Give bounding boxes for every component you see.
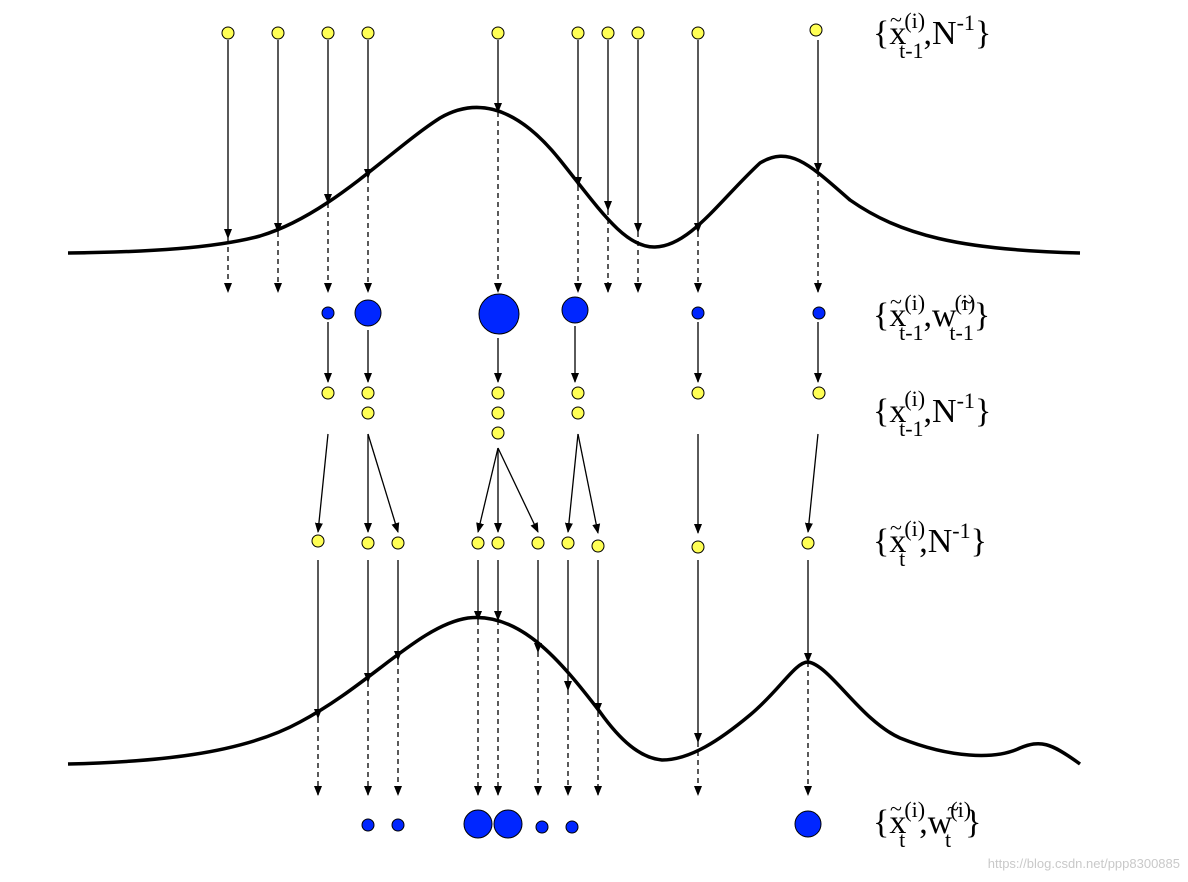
resampled-particle	[361, 406, 375, 420]
propagated-particle	[491, 536, 505, 550]
arrows	[224, 40, 822, 796]
arrow-resample-to-propagate	[804, 433, 819, 533]
arrow-resample-to-propagate	[577, 433, 601, 534]
arrow-resample-to-propagate	[497, 447, 539, 533]
label-row1-tilde: ~	[890, 7, 902, 32]
resampled-particle	[812, 386, 826, 400]
weighted-particle	[561, 296, 589, 324]
weighted-particle	[478, 293, 520, 335]
label-row5-tilde-x: ~	[890, 796, 902, 821]
resampled-particle	[571, 406, 585, 420]
label-row1: {x(i)t-1,N-1}	[873, 8, 991, 63]
arrow-resample-to-propagate	[314, 433, 329, 533]
propagated-particle	[311, 534, 325, 548]
arrow-resample-to-propagate	[476, 447, 499, 533]
resampled-particle	[491, 406, 505, 420]
prior-particle	[221, 26, 235, 40]
propagated-particle	[561, 536, 575, 550]
label-row2-tilde-x: ~	[890, 289, 902, 314]
new-weighted-particle	[463, 809, 493, 839]
particles	[221, 23, 826, 839]
prior-particle	[809, 23, 823, 37]
resampled-particle	[491, 386, 505, 400]
label-row3: {x(i)t-1,N-1}	[873, 386, 991, 441]
new-weighted-particle	[565, 820, 579, 834]
prior-particle	[691, 26, 705, 40]
label-row2-tilde-w: ~	[961, 289, 973, 314]
prior-particle	[321, 26, 335, 40]
prior-particle	[491, 26, 505, 40]
resampled-particle	[361, 386, 375, 400]
label-row5-tilde-w: ~	[947, 796, 959, 821]
resampled-particle	[691, 386, 705, 400]
label-row5: {x(i)t,w(i)t}	[873, 797, 982, 852]
propagated-particle	[471, 536, 485, 550]
prior-particle	[271, 26, 285, 40]
arrow-resample-to-propagate	[564, 433, 579, 533]
label-row4: {x(i)t,N-1}	[873, 516, 987, 571]
likelihood-curve-bottom	[67, 615, 1082, 766]
resampled-particle	[571, 386, 585, 400]
new-weighted-particle	[391, 818, 405, 832]
prior-particle	[361, 26, 375, 40]
weighted-particle	[812, 306, 826, 320]
watermark: https://blog.csdn.net/ppp8300885	[988, 856, 1180, 871]
propagated-particle	[801, 536, 815, 550]
new-weighted-particle	[794, 810, 822, 838]
likelihood-curve-top	[67, 105, 1081, 255]
weighted-particle	[354, 299, 382, 327]
new-weighted-particle	[361, 818, 375, 832]
propagated-particle	[591, 539, 605, 553]
weighted-particle	[321, 306, 335, 320]
weighted-particle	[691, 306, 705, 320]
new-weighted-particle	[493, 809, 523, 839]
label-row2: {x(i)t-1,w(i)t-1}	[873, 290, 990, 345]
prior-particle	[631, 26, 645, 40]
resampled-particle	[491, 426, 505, 440]
label-row4-tilde: ~	[890, 515, 902, 540]
arrow-resample-to-propagate	[367, 433, 400, 533]
propagated-particle	[531, 536, 545, 550]
new-weighted-particle	[535, 820, 549, 834]
resampled-particle	[321, 386, 335, 400]
prior-particle	[571, 26, 585, 40]
propagated-particle	[691, 540, 705, 554]
prior-particle	[601, 26, 615, 40]
propagated-particle	[391, 536, 405, 550]
propagated-particle	[361, 536, 375, 550]
